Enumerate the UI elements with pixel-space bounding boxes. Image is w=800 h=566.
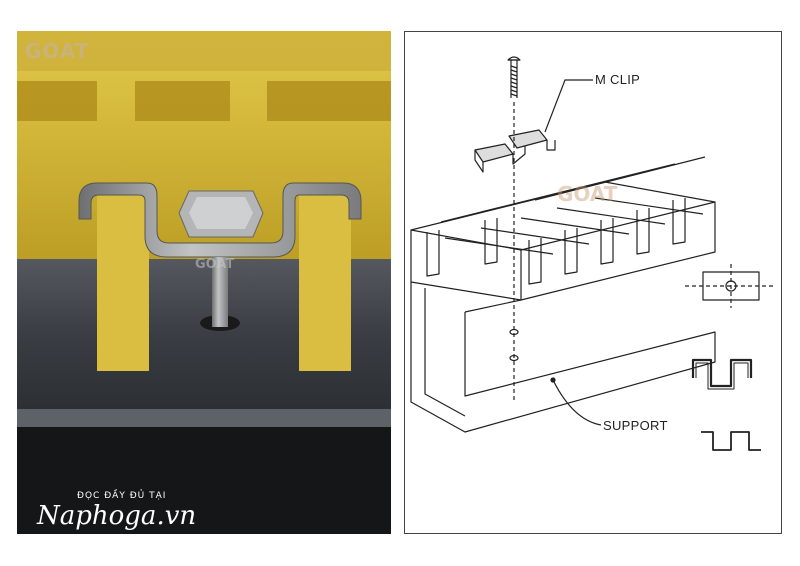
- m-clip-drawing: [474, 129, 556, 173]
- m-clip-label: M CLIP: [595, 72, 641, 87]
- diagram-panel: M CLIP SUPPORT GOAT: [404, 31, 782, 534]
- goat-logo: GOAT: [25, 39, 90, 63]
- plate-detail-drawing: [685, 264, 775, 308]
- support-drawing: [410, 282, 716, 433]
- photo-panel: GOAT GOAT ĐỌC ĐẦY ĐỦ TẠI Naphoga.vn: [17, 31, 391, 534]
- clip-profile-2: [701, 431, 761, 451]
- installation-diagram: [410, 56, 775, 451]
- clip-profile-1: [691, 358, 753, 388]
- photo-watermark: GOAT: [195, 257, 235, 272]
- diagram-watermark: GOAT: [557, 182, 618, 206]
- support-label: SUPPORT: [603, 418, 668, 433]
- signature-main-text: Naphoga.vn: [37, 501, 197, 531]
- grating-drawing: [410, 156, 716, 301]
- clip-photo: [17, 31, 391, 534]
- bolt-drawing: [507, 56, 521, 98]
- signature-small-text: ĐỌC ĐẦY ĐỦ TẠI: [77, 491, 167, 501]
